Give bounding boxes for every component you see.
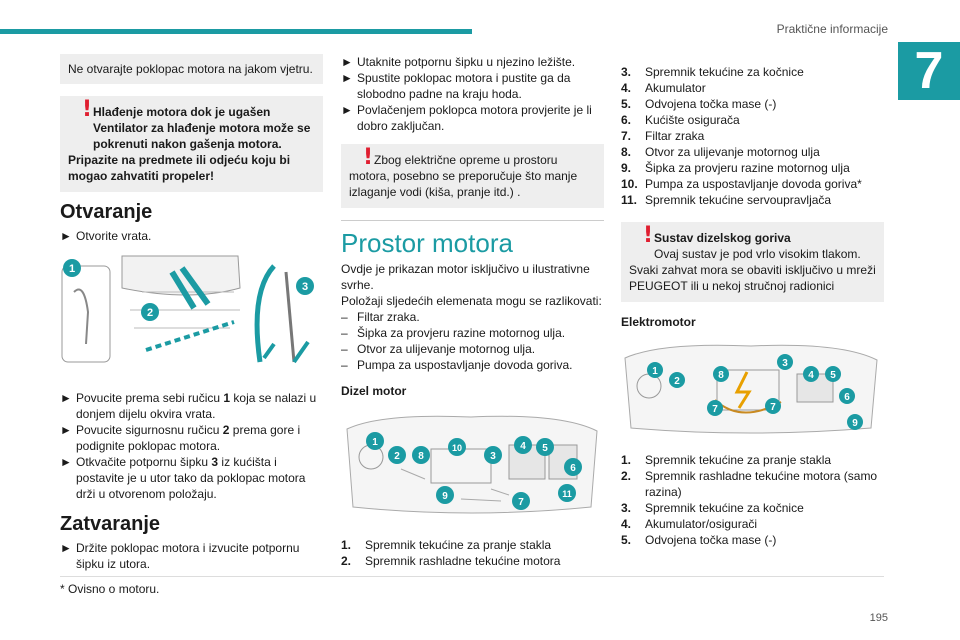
warning-diesel: ! Sustav dizelskog goriva Ovaj sustav je…: [621, 222, 884, 302]
svg-text:5: 5: [830, 370, 836, 381]
note-wind-text: Ne otvarajte poklopac motora na jakom vj…: [68, 62, 313, 76]
header-accent-bar: [0, 29, 472, 34]
svg-text:8: 8: [418, 451, 424, 462]
svg-text:6: 6: [844, 392, 850, 403]
list-item: 6.Kućište osigurača: [621, 113, 740, 127]
hood-opening-figure: 1 2 3: [60, 252, 323, 380]
column-1: Ne otvarajte poklopac motora na jakom vj…: [60, 54, 323, 572]
svg-text:7: 7: [518, 497, 524, 508]
list-item: 10.Pumpa za uspostavljanje dovoda goriva…: [621, 177, 862, 191]
list-item: 2.Spremnik rashladne tekućine motora: [341, 554, 561, 568]
chapter-number: 7: [898, 42, 960, 100]
column-3: 3.Spremnik tekućine za kočnice 4.Akumula…: [621, 64, 884, 548]
svg-text:9: 9: [442, 491, 448, 502]
warning-fan-title: Hlađenje motora dok je ugašen: [93, 105, 271, 119]
diesel-engine-figure: 1 2 8 10 3 4 5 6 9 7 11: [341, 409, 604, 521]
list-item: 3.Spremnik tekućine za kočnice: [621, 501, 804, 515]
intro-positions: Položaji sljedećih elemenata mogu se raz…: [341, 294, 602, 308]
hood-opening-illustration: 1 2 3: [61, 255, 314, 364]
list-item: 8.Otvor za ulijevanje motornog ulja: [621, 145, 820, 159]
figure-label-2-text: 2: [147, 307, 153, 319]
svg-text:2: 2: [674, 376, 680, 387]
warning-fan-text: Ventilator za hlađenje motora može se po…: [93, 121, 311, 151]
diesel-list-2: 3.Spremnik tekućine za kočnice 4.Akumula…: [621, 64, 884, 208]
warning-fan-caution: Pripazite na predmete ili odjeću koju bi…: [68, 153, 291, 183]
diesel-list-1: 1.Spremnik tekućine za pranje stakla 2.S…: [341, 537, 604, 569]
svg-text:4: 4: [808, 370, 814, 381]
warning-fan: ! Hlađenje motora dok je ugašen Ventilat…: [60, 96, 323, 192]
list-item: 9.Šipka za provjeru razine motornog ulja: [621, 161, 850, 175]
dash-item: –Filtar zraka.: [341, 310, 420, 324]
warning-diesel-title: Sustav dizelskog goriva: [654, 231, 791, 245]
open-step-2: ►Povucite sigurnosnu ručicu 2 prema gore…: [60, 423, 301, 453]
section-title: Prostor motora: [341, 220, 604, 256]
column-2: ►Utaknite potpornu šipku u njezino ležiš…: [341, 54, 604, 569]
dash-item: –Šipka za provjeru razine motornog ulja.: [341, 326, 566, 340]
warning-wash: ! Zbog električne opreme u prostoru moto…: [341, 144, 604, 208]
svg-text:3: 3: [490, 451, 496, 462]
electric-motor-illustration: 1 2 8 3 4 5 6 7 7 9: [624, 344, 878, 434]
electric-heading: Elektromotor: [621, 315, 696, 329]
open-step: ►Otvorite vrata.: [60, 229, 152, 243]
diesel-engine-illustration: 1 2 8 10 3 4 5 6 9 7 11: [346, 415, 598, 514]
list-item: 3.Spremnik tekućine za kočnice: [621, 65, 804, 79]
warning-icon: !: [82, 97, 93, 122]
warning-diesel-text: Ovaj sustav je pod vrlo visokim tlakom.: [654, 247, 861, 261]
open-step-1: ►Povucite prema sebi ručicu 1 koja se na…: [60, 391, 317, 421]
svg-text:7: 7: [712, 404, 718, 415]
close-step-2: ►Utaknite potpornu šipku u njezino ležiš…: [341, 55, 576, 69]
intro-text: Ovdje je prikazan motor isključivo u ilu…: [341, 262, 590, 292]
figure-label-3: [296, 277, 314, 295]
svg-text:8: 8: [718, 370, 724, 381]
figure-label-1-text: 1: [69, 263, 75, 275]
electric-list: 1.Spremnik tekućine za pranje stakla 2.S…: [621, 452, 884, 548]
list-item: 4.Akumulator: [621, 81, 706, 95]
svg-text:11: 11: [562, 489, 572, 499]
figure-label-1: [63, 259, 81, 277]
close-heading: Zatvaranje: [60, 513, 161, 535]
warning-icon: !: [363, 145, 374, 170]
electric-motor-figure: 1 2 8 3 4 5 6 7 7 9: [621, 340, 884, 440]
svg-text:1: 1: [652, 366, 658, 377]
list-item: 2.Spremnik rashladne tekućine motora (sa…: [621, 469, 878, 499]
svg-text:2: 2: [394, 451, 400, 462]
footnote: * Ovisno o motoru.: [60, 582, 160, 596]
dash-item: –Pumpa za uspostavljanje dovoda goriva.: [341, 358, 573, 372]
warning-diesel-service: Svaki zahvat mora se obaviti isključivo …: [629, 263, 876, 293]
svg-text:4: 4: [520, 441, 526, 452]
svg-text:5: 5: [542, 443, 548, 454]
close-step: ►Držite poklopac motora i izvucite potpo…: [60, 541, 300, 571]
close-step-4: ►Povlačenjem poklopca motora provjerite …: [341, 103, 592, 133]
footer-divider: [60, 576, 884, 577]
warning-icon: !: [643, 223, 654, 248]
list-item: 5.Odvojena točka mase (-): [621, 533, 777, 547]
header-title: Praktične informacije: [776, 22, 888, 36]
list-item: 1.Spremnik tekućine za pranje stakla: [621, 453, 832, 467]
figure-label-2: [141, 303, 159, 321]
dash-item: –Otvor za ulijevanje motornog ulja.: [341, 342, 536, 356]
note-wind: Ne otvarajte poklopac motora na jakom vj…: [60, 54, 323, 84]
page-number: 195: [869, 612, 888, 624]
list-item: 1.Spremnik tekućine za pranje stakla: [341, 538, 552, 552]
figure-label-3-text: 3: [302, 281, 308, 293]
warning-wash-text: Zbog električne opreme u prostoru motora…: [349, 153, 578, 199]
diesel-heading: Dizel motor: [341, 384, 407, 398]
open-heading: Otvaranje: [60, 201, 153, 223]
svg-text:1: 1: [372, 437, 378, 448]
list-item: 11.Spremnik tekućine servoupravljača: [621, 193, 832, 207]
close-step-3: ►Spustite poklopac motora i pustite ga d…: [341, 71, 571, 101]
svg-text:9: 9: [852, 418, 858, 429]
list-item: 4.Akumulator/osigurači: [621, 517, 758, 531]
list-item: 5.Odvojena točka mase (-): [621, 97, 777, 111]
svg-text:6: 6: [570, 463, 576, 474]
dash-list: –Filtar zraka. –Šipka za provjeru razine…: [341, 309, 604, 373]
svg-text:7: 7: [770, 402, 776, 413]
svg-text:10: 10: [452, 443, 462, 453]
list-item: 7.Filtar zraka: [621, 129, 705, 143]
svg-text:3: 3: [782, 358, 788, 369]
open-step-3: ►Otkvačite potpornu šipku 3 iz kućišta i…: [60, 455, 306, 501]
